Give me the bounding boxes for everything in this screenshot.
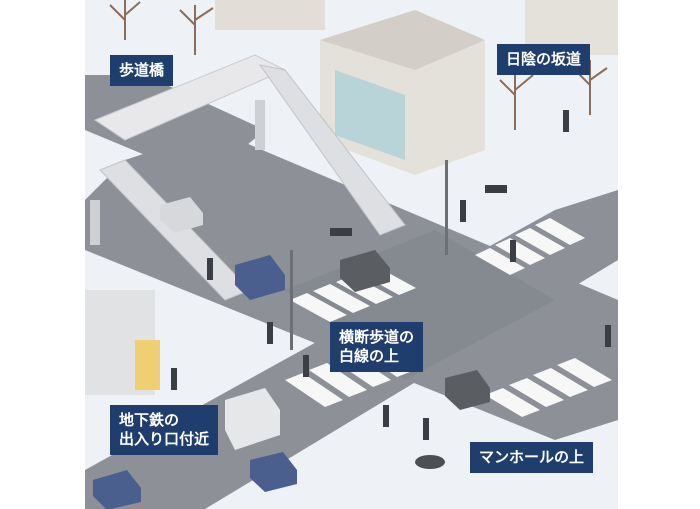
label-pedestrian-bridge: 歩道橋 — [110, 55, 174, 86]
car-blue-2 — [250, 452, 297, 492]
building-glass-front — [335, 70, 405, 160]
car-dark-2 — [445, 370, 490, 410]
manhole — [415, 455, 445, 469]
car-blue-1 — [235, 255, 285, 300]
bare-tree — [109, 0, 608, 130]
bridge-pillar — [90, 200, 100, 245]
bridge-stairs-right — [258, 64, 406, 236]
label-crosswalk-white-lines: 横断歩道の 白線の上 — [330, 322, 424, 372]
pedestrian — [171, 110, 611, 440]
label-shaded-slope: 日陰の坂道 — [497, 44, 591, 75]
top-building — [215, 0, 325, 30]
truck-white — [225, 388, 280, 450]
car-blue-3 — [93, 470, 141, 509]
crosswalk-right — [475, 218, 585, 275]
label-subway-entrance: 地下鉄の 出入り口付近 — [110, 405, 219, 455]
label-manhole: マンホールの上 — [470, 442, 594, 473]
bridge-pillar — [255, 100, 265, 150]
traffic-light — [290, 160, 507, 350]
car-white — [160, 197, 203, 233]
car-dark-1 — [340, 250, 390, 292]
crosswalk-bottom-right — [485, 358, 612, 417]
subway-stairs — [135, 340, 160, 390]
